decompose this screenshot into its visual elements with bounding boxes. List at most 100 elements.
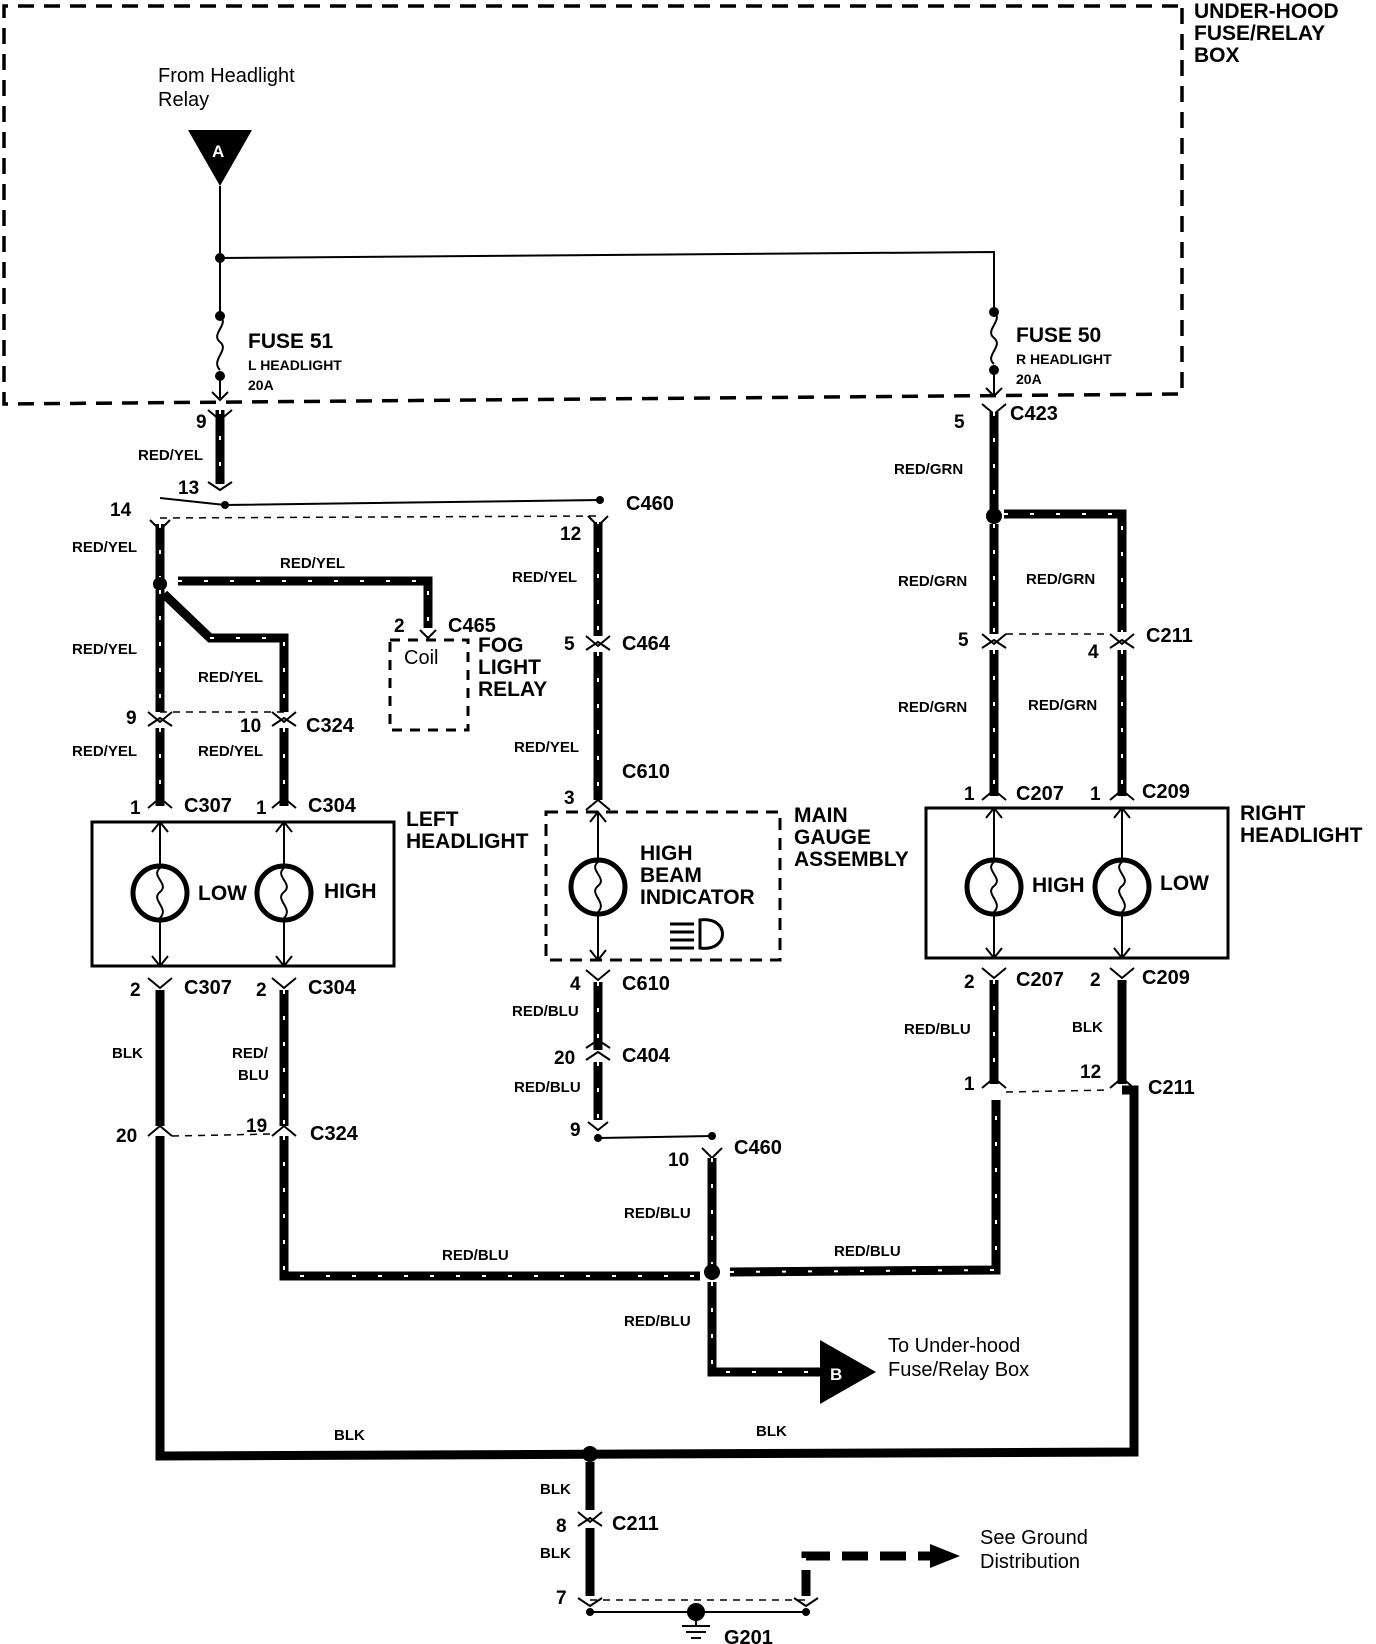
wire-blk-right-join	[1122, 1085, 1139, 1100]
connector-tick-c460-12	[587, 515, 609, 528]
ground-label-2: Distribution	[980, 1551, 1080, 1573]
connector-c209-bottom: C209	[1142, 967, 1190, 989]
wire-label-red-grn-3: RED/GRN	[1026, 571, 1095, 588]
source-label-2: Relay	[158, 89, 209, 111]
splice-red-blu	[704, 1264, 720, 1280]
feed-line-right	[219, 250, 995, 312]
wire-label-red-blu-bus-left: RED/BLU	[442, 1247, 509, 1264]
left-low-bulb	[130, 820, 190, 968]
pin-13: 13	[178, 478, 199, 499]
connector-tick-14	[149, 519, 171, 532]
connector-c211-ground: C211	[612, 1513, 659, 1535]
connector-c460-top: C460	[626, 493, 674, 515]
connector-c324-bottom: C324	[310, 1123, 359, 1145]
pin-c464: 5	[564, 634, 575, 655]
fuse50-symbol	[990, 311, 998, 365]
wire-red-blu-to-b	[707, 1282, 820, 1377]
right-low-label: LOW	[1160, 872, 1209, 895]
connector-tick-c460-9	[587, 1121, 609, 1132]
dest-b-label-2: Fuse/Relay Box	[888, 1359, 1029, 1381]
wire-label-red-1: RED/	[232, 1045, 269, 1062]
pin-c211-12: 12	[1080, 1062, 1101, 1083]
connector-c610-top: C610	[622, 761, 670, 783]
pin-c211-5: 5	[958, 630, 969, 651]
wire-label-red-yel-2: RED/YEL	[72, 539, 137, 556]
fuse51-symbol	[216, 315, 224, 371]
pin-fuse51: 9	[196, 412, 207, 433]
wire-label-blk-6: BLK	[540, 1545, 571, 1562]
pin-c207-2: 2	[964, 972, 975, 993]
source-a-marker	[188, 130, 252, 186]
gauge-label-3: ASSEMBLY	[794, 848, 909, 871]
wire-label-red-blu-center-3: RED/BLU	[624, 1205, 691, 1222]
splice-ground	[582, 1446, 598, 1462]
pin-c211-1: 1	[964, 1074, 975, 1095]
main-gauge-box	[544, 810, 782, 962]
wire-label-blu-1: BLU	[238, 1067, 269, 1084]
pin-c610-3: 3	[564, 788, 575, 809]
pin-c324-20: 20	[116, 1126, 137, 1147]
fuse-box-title-3: BOX	[1194, 44, 1240, 67]
connector-c209-top: C209	[1142, 781, 1190, 803]
fuse50-rating: 20A	[1016, 371, 1042, 387]
left-low-label: LOW	[198, 882, 247, 905]
splice-point	[215, 253, 225, 263]
wire-ground-distribution	[801, 1551, 930, 1596]
fuse51-name: FUSE 51	[248, 330, 334, 353]
connector-tick-c211-bottom	[981, 1076, 1135, 1089]
fuse-box-title-1: UNDER-HOOD	[1194, 0, 1339, 23]
connector-c404: C404	[622, 1045, 671, 1067]
connector-c207-bottom: C207	[1016, 969, 1064, 991]
right-headlight-label-1: RIGHT	[1240, 802, 1306, 825]
connector-tick-c404	[585, 1038, 611, 1061]
connector-tick	[207, 409, 233, 492]
wire-label-red-blu-right: RED/BLU	[904, 1021, 971, 1038]
left-high-bulb	[254, 820, 314, 968]
left-high-label: HIGH	[324, 880, 377, 903]
pin-c304-1: 1	[256, 798, 267, 819]
right-high-bulb	[964, 806, 1024, 960]
connector-c610-bottom: C610	[622, 973, 670, 995]
wire-red-yel-fog	[178, 576, 433, 628]
left-headlight-label-2: HEADLIGHT	[406, 830, 529, 853]
pin-c211-8: 8	[556, 1516, 567, 1537]
fuse-box-title-2: FUSE/RELAY	[1194, 22, 1325, 45]
connector-c211-bottom: C211	[1148, 1077, 1195, 1099]
wire-label-red-grn-1: RED/GRN	[894, 461, 963, 478]
pin-c209-1: 1	[1090, 784, 1101, 805]
splice-right	[986, 508, 1002, 524]
c324-bottom-dashed	[171, 1133, 273, 1137]
connector-tick-c324	[147, 711, 297, 727]
c460-dashed-link	[159, 515, 601, 519]
fuse51-rating: 20A	[248, 377, 274, 393]
connector-c423: C423	[1010, 403, 1058, 425]
ground-label-1: See Ground	[980, 1527, 1088, 1549]
source-a-letter: A	[212, 142, 224, 161]
high-beam-icon	[670, 918, 724, 950]
right-low-bulb	[1092, 806, 1152, 960]
pin-c404: 20	[554, 1048, 575, 1069]
wire-label-red-grn-2: RED/GRN	[898, 573, 967, 590]
wire-label-blk-4: BLK	[1072, 1019, 1103, 1036]
pin-c465: 2	[394, 616, 405, 637]
connector-tick-ground-right	[793, 1597, 819, 1608]
wire-label-red-yel-center-1: RED/YEL	[512, 569, 577, 586]
ground-distribution-arrow	[930, 1544, 960, 1568]
wire-label-red-yel-center-2: RED/YEL	[514, 739, 579, 756]
gauge-indicator-3: INDICATOR	[640, 886, 755, 909]
wire-label-red-yel-6: RED/YEL	[198, 743, 263, 760]
fog-relay-label-2: LIGHT	[478, 656, 541, 679]
c460-dot-right	[708, 1132, 716, 1140]
connector-c304-top: C304	[308, 795, 357, 817]
fuse50-name: FUSE 50	[1016, 324, 1101, 347]
pin-c324-10: 10	[240, 716, 261, 737]
fuse51-output	[211, 376, 229, 402]
wire-label-blk-1: BLK	[112, 1045, 143, 1062]
right-headlight-box	[924, 806, 1230, 960]
source-label-1: From Headlight	[158, 65, 295, 87]
gauge-label-1: MAIN	[794, 804, 848, 827]
pin-c307-1: 1	[130, 798, 141, 819]
connector-c211-top: C211	[1146, 625, 1193, 647]
pin-c304-2: 2	[256, 980, 267, 1001]
fog-relay-coil: Coil	[404, 647, 438, 669]
